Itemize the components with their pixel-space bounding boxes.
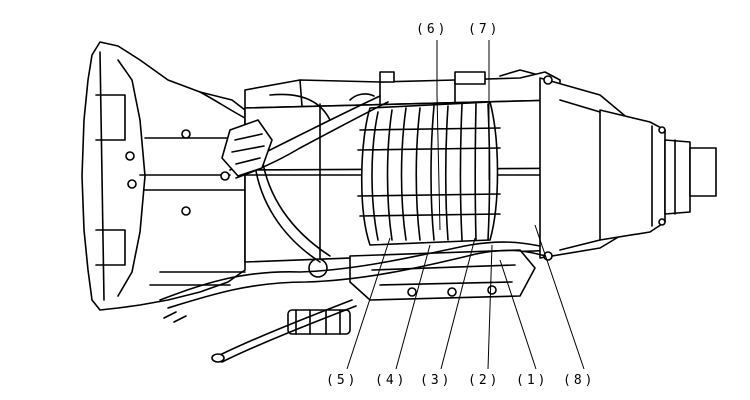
callout-1: (1) — [516, 373, 548, 388]
callout-labels: (6) (7) (5) (4) (3) (2) (1) (8) — [326, 22, 595, 388]
leader-2 — [487, 244, 493, 370]
leader-1 — [499, 259, 537, 370]
callout-2: (2) — [468, 373, 500, 388]
lower-components — [287, 249, 536, 335]
callout-6: (6) — [416, 22, 448, 37]
callout-3: (3) — [420, 373, 452, 388]
callout-8: (8) — [563, 373, 595, 388]
leader-5 — [346, 237, 391, 370]
callout-4: (4) — [375, 373, 407, 388]
leader-4 — [395, 244, 431, 370]
rear-housing — [539, 75, 717, 261]
leader-lines — [346, 40, 585, 370]
callout-5: (5) — [326, 373, 358, 388]
ribbed-drum — [357, 101, 501, 246]
callout-7: (7) — [468, 22, 500, 37]
wiring-harness — [221, 93, 375, 177]
leader-6 — [436, 40, 441, 231]
leader-3 — [440, 237, 476, 370]
leader-8 — [534, 224, 585, 370]
bell-housing — [81, 41, 246, 311]
